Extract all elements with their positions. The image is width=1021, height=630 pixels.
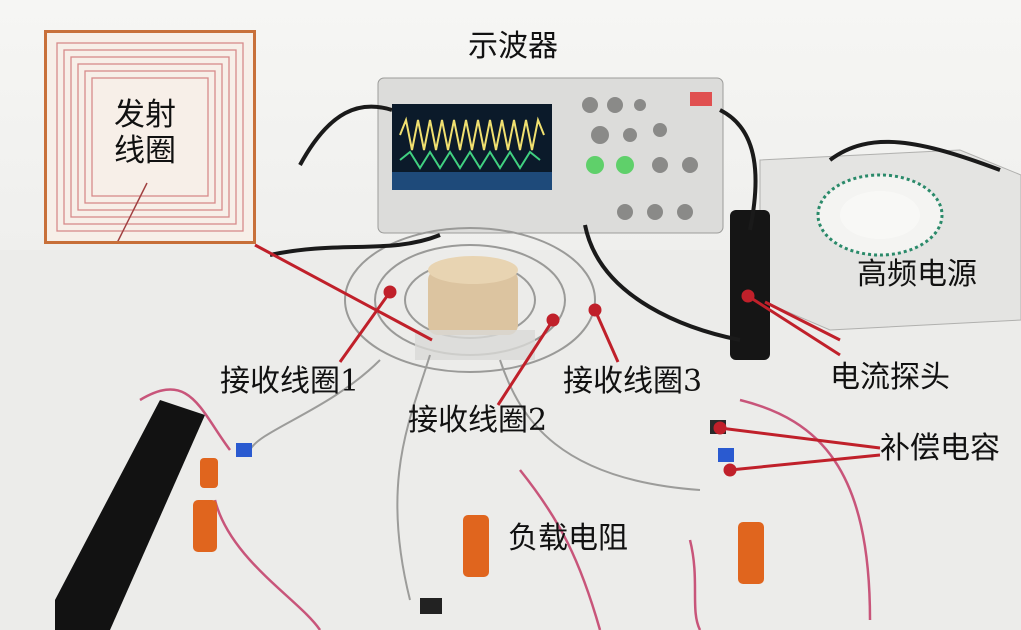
hf-power-label: 高频电源 <box>857 257 977 292</box>
left-probe-device <box>55 400 205 630</box>
waveform-green <box>399 150 541 170</box>
waveform-yellow <box>399 116 545 151</box>
transmitter-coil-drawing <box>56 42 244 244</box>
load-resistor-label: 负载电阻 <box>508 521 628 556</box>
hf-power-device <box>759 149 1021 331</box>
current-probe-device <box>730 210 770 360</box>
oscilloscope-device <box>377 77 724 234</box>
leader-lines <box>254 243 881 477</box>
transmitter-coil-label: 发射线圈 <box>114 97 176 169</box>
transmitter-coil-inset <box>44 30 256 244</box>
compensation-cap-label: 补偿电容 <box>880 431 1000 466</box>
load-resistors <box>193 458 764 584</box>
receiver-coil-3-label: 接收线圈3 <box>563 364 703 399</box>
current-probe-label: 电流探头 <box>830 360 950 395</box>
receiver-coil-1-label: 接收线圈1 <box>220 364 360 399</box>
receiver-coil-2-label: 接收线圈2 <box>408 403 548 438</box>
wooden-core <box>428 256 518 335</box>
oscilloscope-label: 示波器 <box>468 29 558 64</box>
